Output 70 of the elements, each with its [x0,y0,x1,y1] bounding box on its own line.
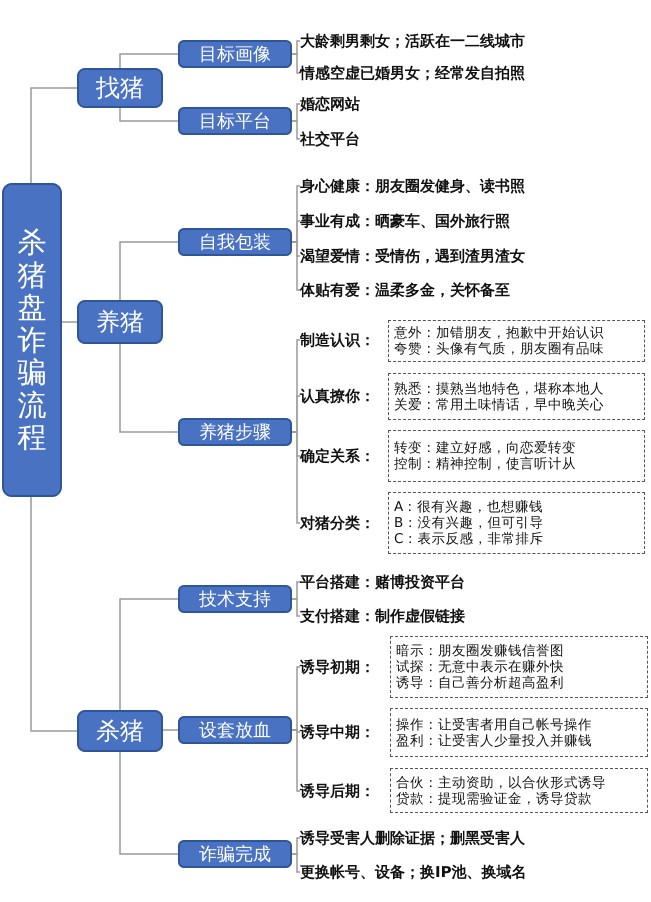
step-label: 诱导初期： [300,655,388,679]
item-text: 更换帐号、设备；换IP池、换域名 [300,859,630,885]
root-box: 杀猪盘诈骗流程 [2,183,62,497]
connector-line [30,497,77,732]
note-text: 意外：加错朋友，抱歉中开始认识 [394,325,604,341]
topic-box: 设套放血 [178,716,292,744]
connector-line [119,752,178,855]
note-text: 试探：无意中表示在赚外快 [396,659,564,675]
connector-line [163,729,178,731]
item-text: 诱导受害人删除证据；删黑受害人 [300,825,630,851]
topic-box: 技术支持 [178,585,292,613]
item-text: 婚恋网站 [300,91,500,117]
dashed-box [388,430,645,482]
note-text: 操作：让受害者用自己帐号操作 [396,716,592,732]
dashed-box [390,768,648,813]
connector-line [292,598,300,617]
topic-box: 养猪步骤 [178,418,292,446]
note-text: 熟悉：摸熟当地特色，堪称本地人 [394,380,604,396]
connector-line [119,241,178,300]
item-text: 渴望爱情：受情伤，遇到渣男渣女 [300,243,620,269]
topic-box: 诈骗完成 [178,840,292,868]
connector-line [292,120,300,140]
item-text: 平台搭建：赌博投资平台 [300,569,600,595]
branch-box: 养猪 [77,300,163,344]
item-text: 身心健康：朋友圈发健身、读书照 [300,173,620,199]
connector-line [119,108,178,122]
item-text: 情感空虚已婚男女；经常发自拍照 [300,60,600,86]
item-text: 支付搭建：制作虚假链接 [300,603,600,629]
dashed-box [388,373,645,420]
note-text: B：没有兴趣，但可引导 [394,515,544,531]
note-text: 合伙：主动资助，以合伙形式诱导 [396,774,606,790]
note-text: C：表示反感，非常排斥 [394,531,544,547]
note-text: A：很有兴趣，也想赚钱 [394,499,544,515]
connector-line [119,53,178,68]
step-label: 对猪分类： [300,511,386,535]
connector-line [292,53,300,74]
connector-line [119,598,178,710]
item-text: 体贴有爱：温柔多金，关怀备至 [300,277,620,303]
branch-box: 杀猪 [77,710,163,752]
note-text: 转变：建立好感，向恋爱转变 [394,440,576,456]
topic-box: 自我包装 [178,228,292,256]
note-text: 盈利：让受害人少量投入并赚钱 [396,732,592,748]
note-text: 控制：精神控制，使言听计从 [394,456,576,472]
note-text: 关爱：常用土味情话，早中晚关心 [394,396,604,412]
connector-line [292,853,300,873]
dashed-box [388,320,645,362]
step-label: 认真撩你： [300,384,386,408]
connector-line [30,87,77,183]
note-text: 暗示：朋友圈发赚钱信誉图 [396,643,564,659]
dashed-box [390,708,648,757]
item-text: 大龄剩男剩女；活跃在一二线城市 [300,28,600,54]
step-label: 诱导后期： [300,779,388,803]
connector-line [292,241,300,291]
connector-line [119,344,178,433]
dashed-box [388,492,645,554]
note-text: 贷款：提现需验证金，诱导贷款 [396,790,592,806]
connector-line [292,431,300,524]
step-label: 诱导中期： [300,720,388,744]
topic-box: 目标平台 [178,107,292,135]
item-text: 社交平台 [300,126,500,152]
step-label: 制造认识： [300,328,386,352]
topic-box: 目标画像 [178,40,292,68]
step-label: 确定关系： [300,444,386,468]
note-text: 夸赞：头像有气质，朋友圈有品味 [394,341,604,357]
branch-box: 找猪 [77,68,163,108]
connector-line [292,729,300,792]
connector-line [62,321,77,323]
note-text: 诱导：自己善分析超高盈利 [396,675,564,691]
item-text: 事业有成：晒豪车、国外旅行照 [300,208,620,234]
dashed-box [390,636,648,698]
